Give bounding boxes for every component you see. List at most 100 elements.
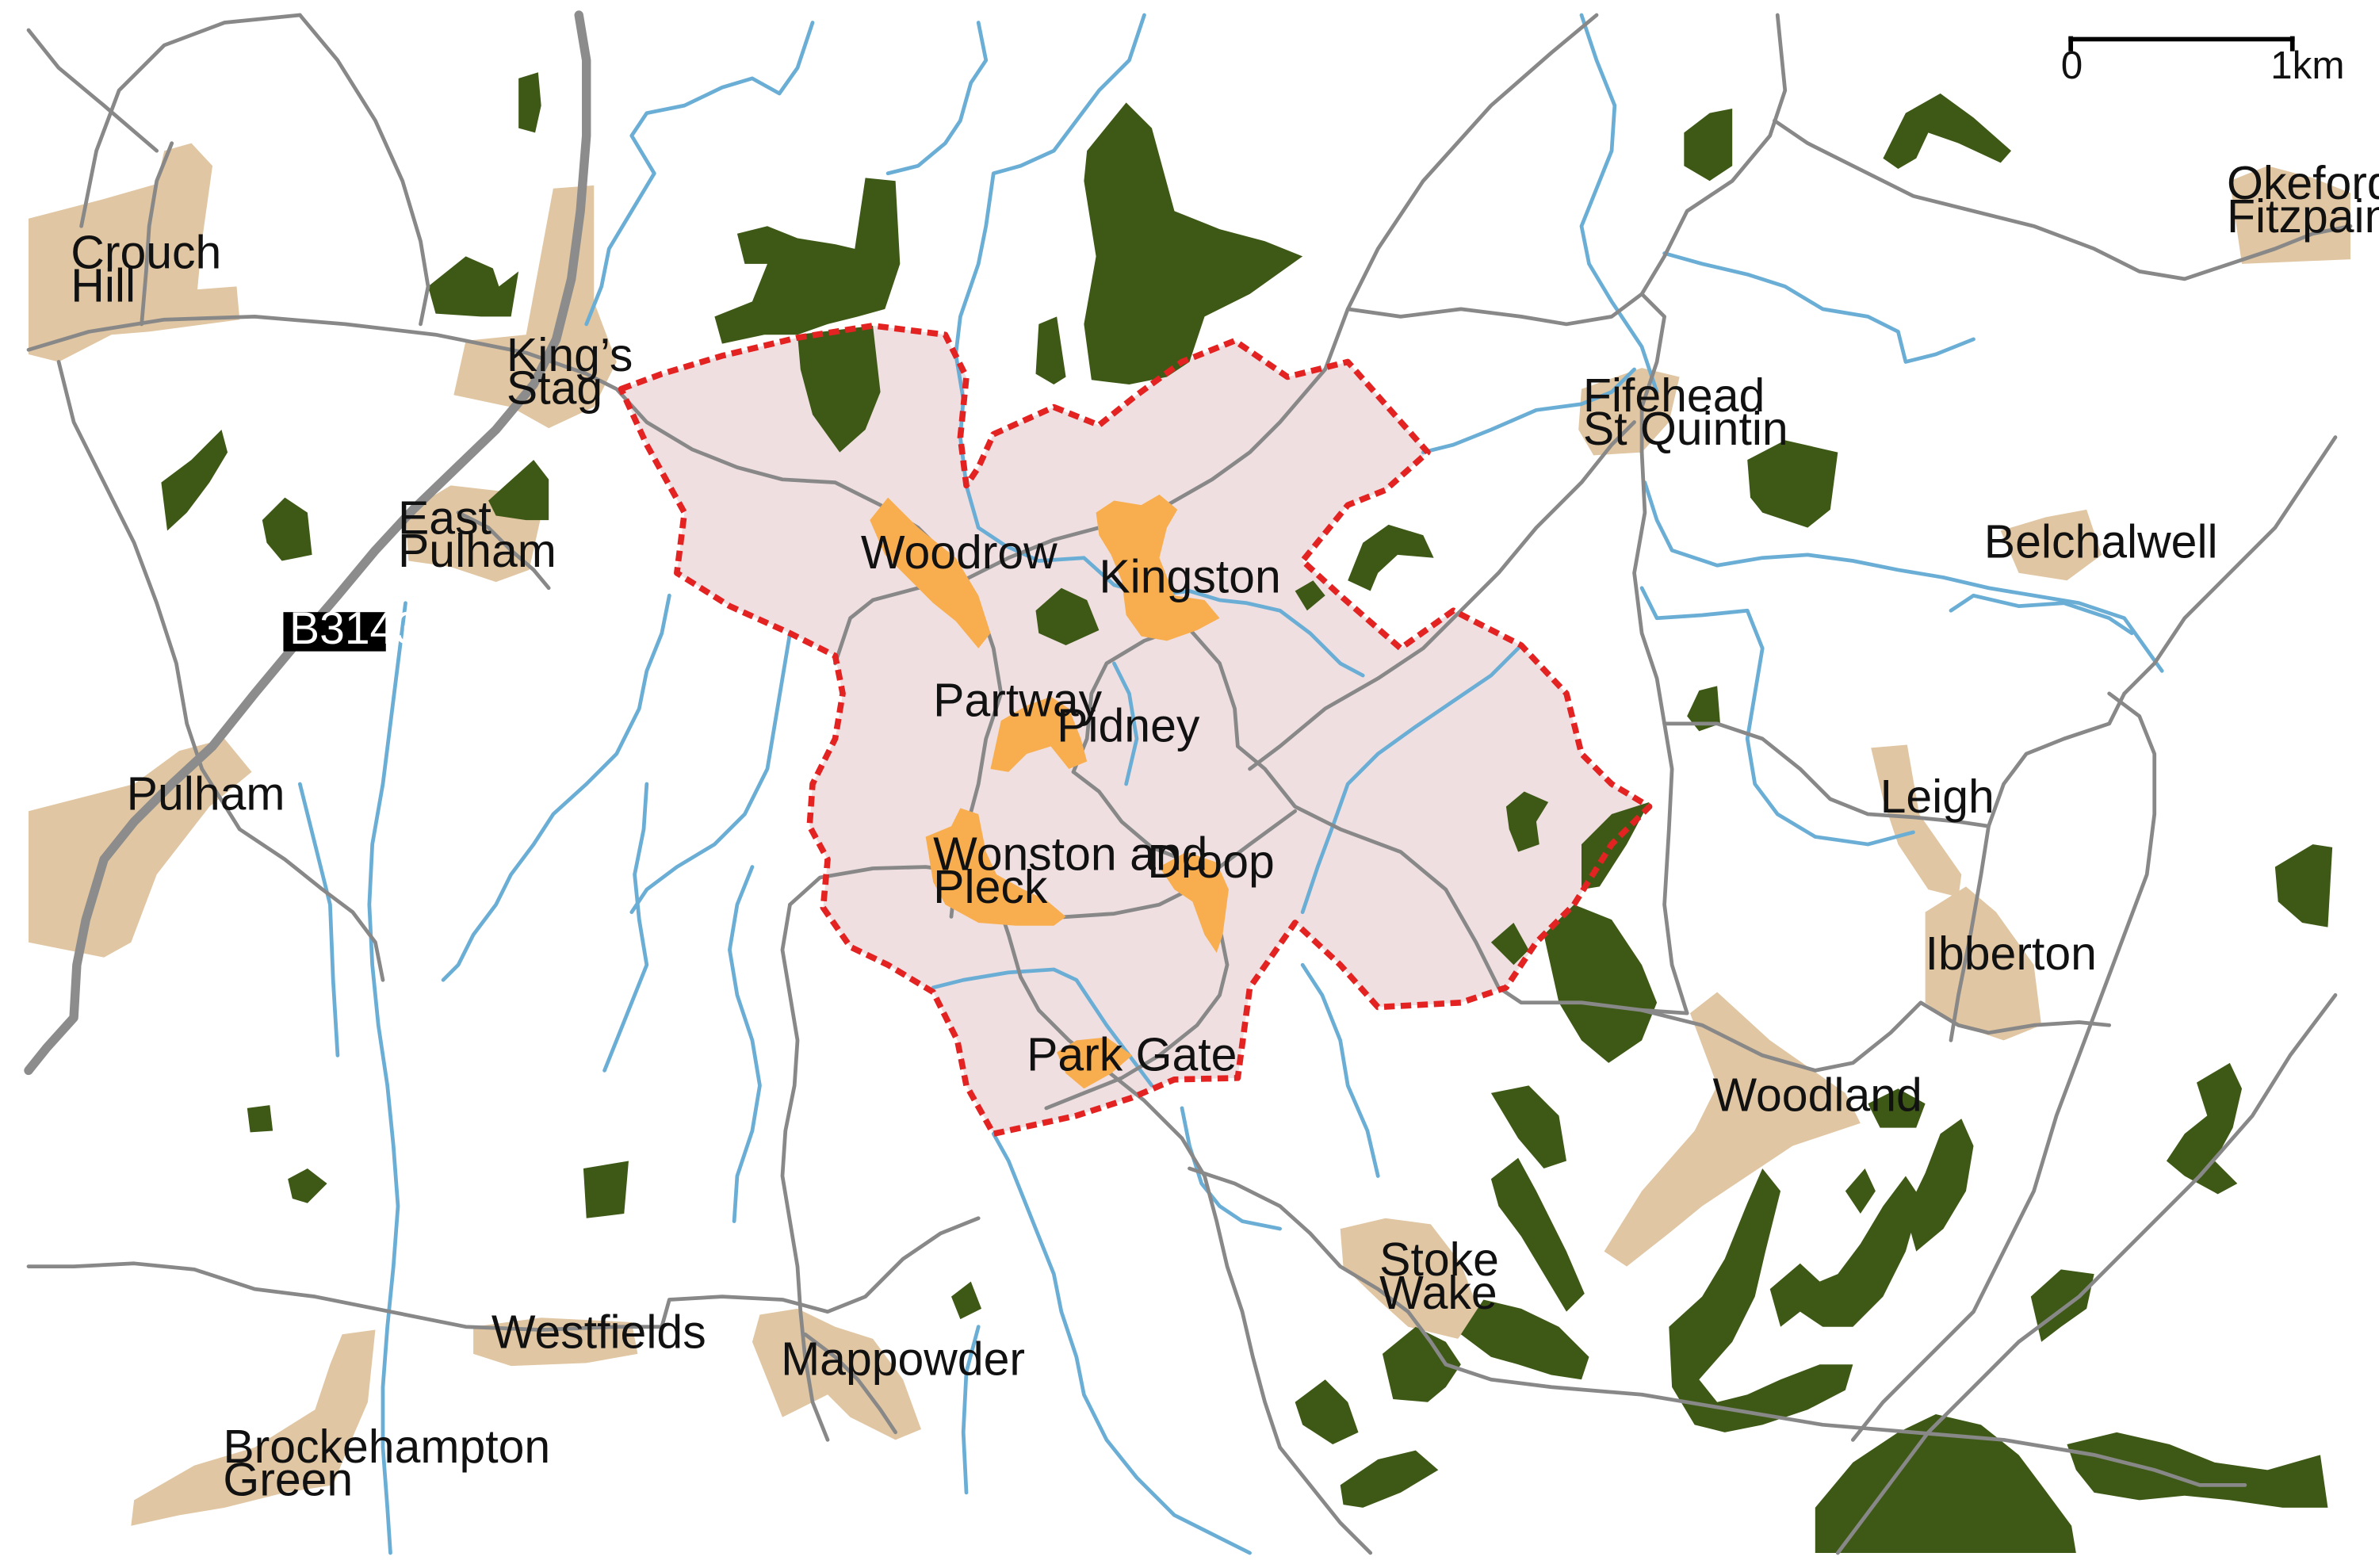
road [1639, 292, 1666, 454]
wood [1505, 791, 1549, 852]
scale-bar-start-label: 0 [2061, 44, 2083, 87]
road [140, 141, 174, 327]
wood [1295, 580, 1325, 611]
road [79, 13, 302, 228]
road [56, 360, 205, 771]
label-crouch-hill: Crouch Hill [71, 228, 234, 312]
village-park-gate [1057, 1037, 1133, 1089]
label-east-pulham-line2: Pulham [398, 526, 557, 577]
wood [1815, 1414, 2076, 1553]
wood [1295, 1379, 1359, 1445]
label-brockehampton-line1: Brockehampton [223, 1421, 550, 1473]
label-fifehead-st-quintin: Fifehead St Quintin [1583, 370, 1788, 455]
road [1639, 1000, 2112, 1073]
village-wonston [925, 808, 1066, 926]
wood [1035, 587, 1100, 646]
wood [1687, 686, 1720, 732]
place-labels: Crouch Hill King’s Stag East Pulham Pulh… [71, 158, 2379, 1506]
road [2122, 435, 2338, 696]
wood [714, 178, 901, 344]
village-kingston [1096, 494, 1220, 641]
village-woodrow [870, 497, 991, 648]
wood [1490, 1157, 1585, 1312]
scale-bar: 0 1km [2061, 36, 2345, 87]
label-woodland: Woodland [1712, 1070, 1922, 1122]
label-kings-stag: King’s Stag [507, 330, 646, 415]
road [26, 315, 1004, 919]
wood [428, 244, 523, 317]
river [584, 21, 815, 327]
road-label-b3143: B3143 [283, 603, 420, 654]
label-kingston: Kingston [1099, 551, 1280, 602]
road [1188, 1166, 2247, 1487]
wood [488, 460, 549, 521]
river [1300, 962, 1380, 1178]
wood [2067, 1432, 2328, 1508]
settlement-leigh [1871, 744, 1962, 897]
road [456, 511, 551, 591]
label-droop: Droop [1147, 836, 1275, 888]
wood [262, 497, 312, 561]
wood [1905, 1119, 1974, 1252]
village-partway-pidney [990, 696, 1088, 772]
road [780, 902, 830, 1442]
label-pulham: Pulham [127, 768, 285, 820]
river [441, 593, 671, 982]
label-kings-stag-line1: King’s [507, 330, 633, 381]
label-mappowder: Mappowder [781, 1334, 1025, 1386]
label-woodrow: Woodrow [861, 527, 1058, 579]
wood [1868, 1088, 1926, 1128]
river [885, 21, 989, 176]
road [1949, 824, 1991, 1042]
wood [2030, 1269, 2094, 1342]
road [1345, 13, 1788, 327]
river [1643, 480, 2164, 673]
wood [1769, 1176, 1921, 1327]
road [26, 28, 159, 153]
settlement-crouch-hill [29, 143, 240, 362]
road [1835, 992, 2338, 1555]
river [367, 601, 407, 1555]
river [1949, 593, 2134, 636]
wood [247, 1105, 273, 1133]
wood [1845, 1168, 1876, 1214]
label-westfields: Westfields [491, 1306, 706, 1358]
label-okeford-line2: Fitzpaine [2227, 191, 2379, 243]
label-fifehead-line1: Fifehead [1583, 370, 1765, 422]
wood [518, 72, 541, 133]
road [1248, 420, 1636, 771]
wood [2274, 844, 2333, 927]
label-park-gate: Park Gate [1027, 1029, 1237, 1080]
settlement-brockehampton [131, 1329, 376, 1526]
label-east-pulham-line1: East [398, 492, 491, 544]
label-wonston-line2: Pleck [933, 862, 1048, 913]
wood [797, 325, 881, 453]
wood [1883, 93, 2012, 170]
river [1421, 367, 1636, 454]
wood [2166, 1062, 2243, 1195]
label-wonston-and-pleck: Wonston and Pleck [933, 828, 1221, 913]
wood [1340, 1450, 1439, 1508]
road [26, 1216, 981, 1332]
wood [583, 1161, 629, 1218]
label-brockehampton-line2: Green [223, 1455, 353, 1506]
road [200, 767, 385, 982]
scale-bar-end-label: 1km [2270, 44, 2344, 87]
woodland-areas [161, 72, 2333, 1553]
wood [1490, 922, 1529, 966]
label-pidney: Pidney [1057, 701, 1200, 752]
road [1632, 450, 1689, 1015]
wood [1035, 316, 1066, 384]
settlement-areas [29, 143, 2350, 1526]
label-brockehampton-green: Brockehampton Green [223, 1421, 563, 1506]
wood [1348, 524, 1434, 591]
label-okeford-line1: Okeford [2227, 158, 2379, 209]
wood [1382, 1326, 1461, 1402]
river [1180, 1106, 1282, 1231]
settlement-woodland [1604, 992, 1861, 1267]
wood [1490, 1085, 1566, 1168]
label-kings-stag-line2: Stag [507, 363, 602, 415]
label-belchalwell: Belchalwell [1984, 517, 2218, 568]
road [297, 13, 430, 327]
road [1773, 118, 2353, 281]
